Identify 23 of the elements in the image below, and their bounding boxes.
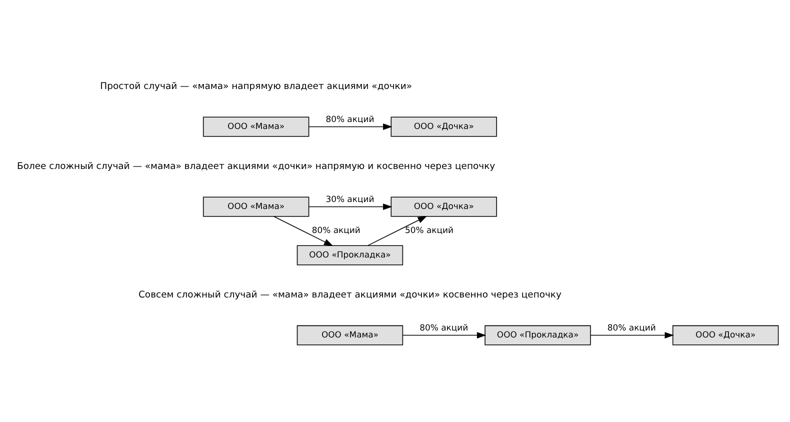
node-box: ООО «Прокладка» — [484, 325, 591, 346]
node-box: ООО «Прокладка» — [296, 245, 404, 266]
edge-label: 80% акций — [312, 225, 360, 236]
arrow — [274, 216, 334, 246]
node-box: ООО «Дочка» — [672, 325, 779, 346]
edge-label: 50% акций — [404, 225, 454, 236]
node-box: ООО «Мама» — [202, 116, 310, 137]
edge-label: 80% акций — [326, 114, 374, 124]
node-box: ООО «Мама» — [296, 325, 404, 346]
edge-label: 80% акций — [420, 322, 468, 333]
arrow — [308, 204, 392, 210]
node-box: ООО «Дочка» — [390, 116, 497, 137]
arrow — [590, 332, 674, 339]
arrow — [308, 123, 392, 130]
label: Совсем сложный случай — «мама» владеет акциями «дочки» косвенно через цепочку — [138, 290, 562, 301]
arrow — [402, 332, 486, 339]
edge-label: 80% акций — [607, 322, 656, 333]
node-box: ООО «Мама» — [202, 196, 310, 217]
label: Простой случай — «мама» напрямую владеет акциями «дочки» — [100, 81, 412, 92]
arrow — [367, 216, 428, 246]
edge-label: 30% акций — [326, 194, 374, 204]
node-box: ООО «Дочка» — [390, 196, 497, 217]
label: Более сложный случай — «мама» владеет акциями «дочки» напрямую и косвенно через цепочку — [17, 161, 496, 172]
